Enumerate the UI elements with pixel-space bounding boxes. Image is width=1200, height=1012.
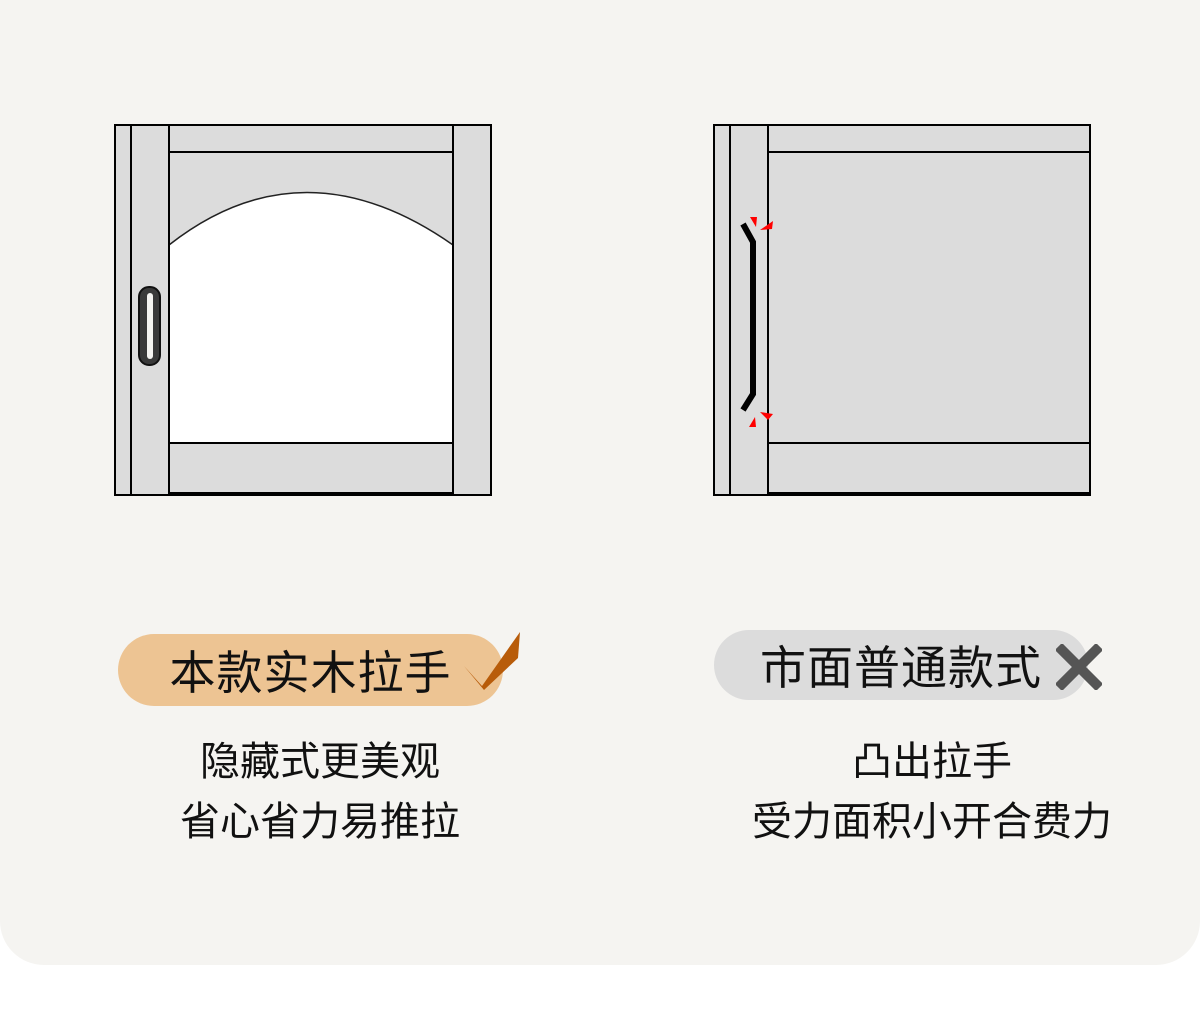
pressure-arrow-icons [749, 217, 773, 427]
caption-line: 受力面积小开合费力 [752, 799, 1112, 845]
recessed-handle-door [114, 124, 492, 496]
cross-icon [1056, 644, 1102, 690]
caption-line: 省心省力易推拉 [180, 799, 460, 845]
recessed-handle-benefits: 隐藏式更美观 省心省力易推拉 [70, 732, 570, 852]
protruding-handle-icon [740, 222, 756, 412]
protruding-handle-door [713, 124, 1091, 496]
caption-line: 凸出拉手 [852, 739, 1012, 785]
ordinary-handle-drawbacks: 凸出拉手 受力面积小开合费力 [682, 732, 1182, 852]
badge-label: 本款实木拉手 [169, 646, 452, 700]
recessed-handle-badge: 本款实木拉手 [118, 634, 503, 706]
check-icon [464, 632, 520, 690]
badge-label: 市面普通款式 [760, 641, 1042, 695]
recessed-handle-icon [138, 286, 161, 366]
ordinary-handle-badge: 市面普通款式 [714, 630, 1088, 700]
caption-line: 隐藏式更美观 [200, 739, 440, 785]
